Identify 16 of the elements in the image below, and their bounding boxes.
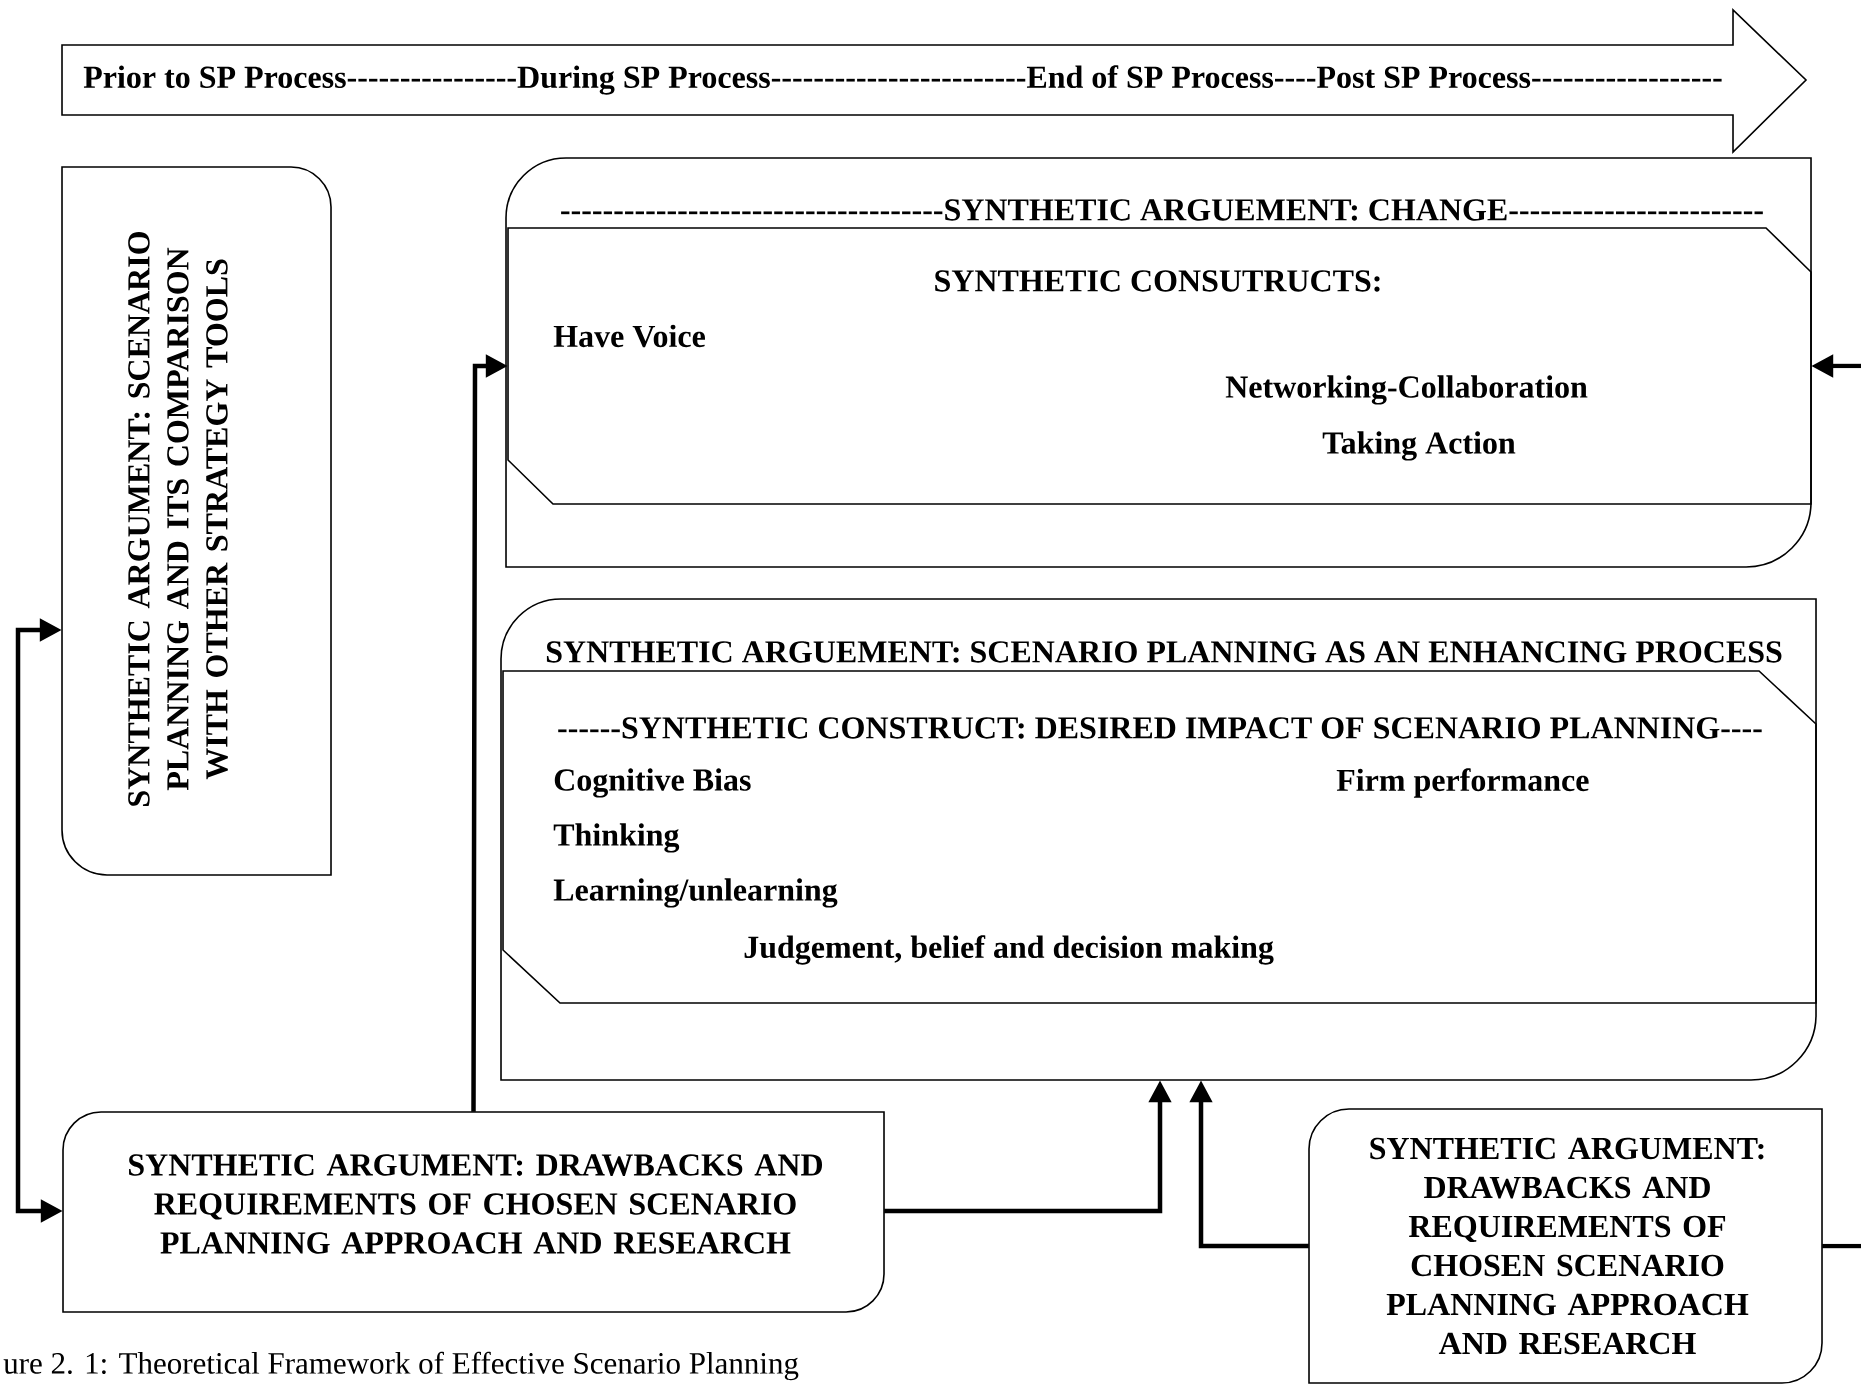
heading: ------SYNTHETIC CONSTRUCT: DESIRED IMPACT OF SCENARIO PLANNING---- bbox=[558, 717, 1762, 739]
rounded-box: SYNTHETIC ARGUMENT: SCENARIO PLANNING AND ITS COMPARISON WITH OTHER STRATEGY TOOLS bbox=[61, 166, 332, 876]
list-item: Cognitive Bias bbox=[554, 768, 751, 798]
list-item: Networking-Collaboration bbox=[1225, 375, 1588, 405]
rounded-box: SYNTHETIC ARGUMENT: DRAWBACKS AND REQUIREMENTS OF CHOSEN SCENARIO PLANNING APPROACH AND RESEARCH bbox=[1308, 1108, 1823, 1384]
rounded-box: SYNTHETIC ARGUMENT: DRAWBACKS AND REQUIREMENTS OF CHOSEN SCENARIO PLANNING APPROACH AND RESEARCH bbox=[62, 1111, 885, 1313]
list-item: Learning/unlearning bbox=[553, 878, 838, 908]
list-item: Judgement, belief and decision making bbox=[744, 935, 1274, 965]
list-item: Firm performance bbox=[1336, 768, 1589, 798]
caption: ure 2. 1: Theoretical Framework of Effective Scenario Planning bbox=[3, 1351, 799, 1381]
list-item: Thinking bbox=[553, 823, 680, 853]
list-item: Taking Action bbox=[1322, 431, 1516, 461]
chamfered-box bbox=[507, 227, 1812, 505]
list-item: Have Voice bbox=[553, 324, 705, 348]
chamfered-box bbox=[502, 670, 1817, 1004]
heading: SYNTHETIC CONSUTRUCTS: bbox=[935, 270, 1380, 292]
